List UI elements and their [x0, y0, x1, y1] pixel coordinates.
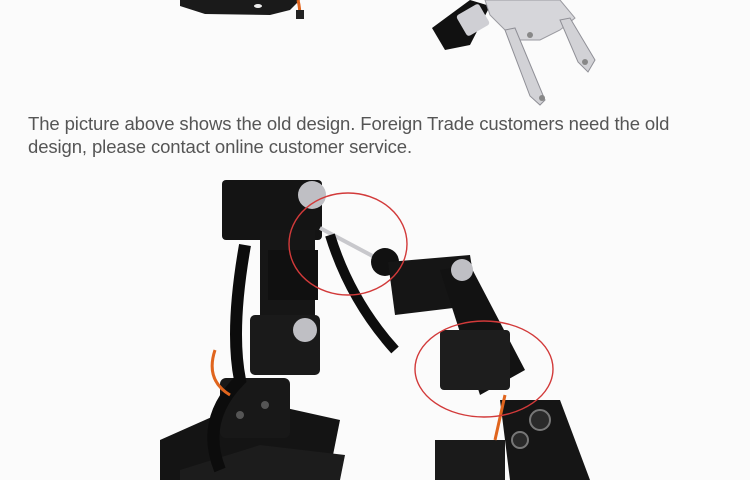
arm-base [160, 378, 345, 480]
joint-highlight-circle-wrist [414, 320, 554, 418]
elbow-servo [388, 255, 525, 395]
arm-link [319, 226, 399, 354]
robot-arm-photo [160, 180, 590, 480]
silver-gripper-part [432, 0, 596, 106]
arm-column [207, 180, 326, 473]
old-design-photo [180, 0, 596, 106]
base-plate-part [180, 0, 304, 19]
design-notice-text: The picture above shows the old design. … [28, 113, 670, 157]
joint-highlight-circle-shoulder [288, 192, 408, 296]
black-gripper [435, 394, 590, 480]
